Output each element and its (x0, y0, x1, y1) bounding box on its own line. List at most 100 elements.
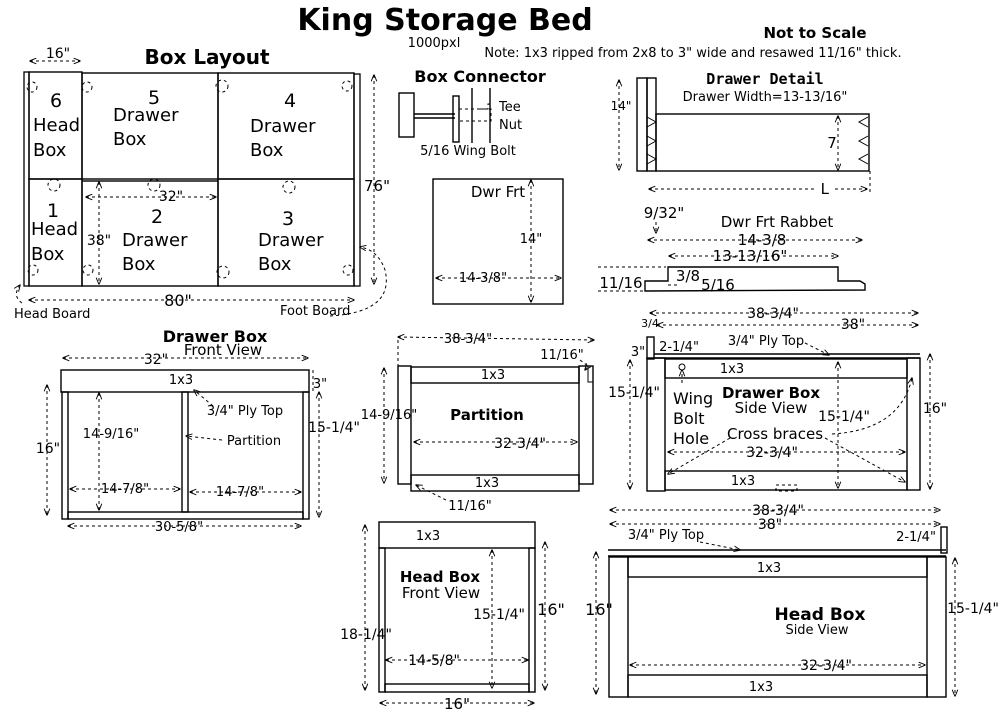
head-box-front-side-h: 15-1/4" (473, 607, 525, 623)
rabbet-11-16: 11/16 (599, 274, 642, 292)
box-3-label-2: Box (258, 254, 292, 275)
dim-76: 76" (364, 177, 390, 195)
drawer-box-inner-h: 14-9/16" (83, 427, 139, 442)
drawer-front-label: Dwr Frt (471, 183, 525, 201)
box-6-label-1: Head (33, 115, 80, 136)
drawer-box-bay-1: 14-7/8" (101, 482, 149, 497)
drawer-side-width-1: 38-3/4" (747, 306, 799, 322)
drawer-length: L (820, 180, 829, 198)
drawer-front-height: 14" (520, 232, 543, 247)
partition-top-board: 1x3 (481, 368, 505, 383)
head-box-front-height: 16" (537, 600, 565, 619)
drawer-detail-heading: Drawer Detail (706, 70, 823, 88)
rabbet-width-1: 14-3/8 (738, 231, 787, 249)
drawer-side-subheading: Side View (735, 399, 808, 417)
rabbet-heading: Dwr Frt Rabbet (721, 213, 834, 231)
wing-bolt-label: 5/16 Wing Bolt (420, 144, 516, 159)
drawer-side-side-h: 15-1/4" (608, 385, 660, 401)
drawer-side-inner-h: 15-1/4" (818, 409, 870, 425)
drawer-side-width-2: 38" (841, 317, 865, 333)
material-note: Note: 1x3 ripped from 2x8 to 3" wide and… (484, 46, 901, 61)
head-box-front-top-board: 1x3 (416, 529, 440, 544)
drawer-side-height: 16" (923, 401, 947, 417)
partition-bottom-board: 1x3 (475, 476, 499, 491)
cross-braces-label: Cross braces (727, 425, 823, 443)
box-2-label-2: Box (122, 254, 156, 275)
head-board-label: Head Board (14, 307, 90, 322)
box-layout-heading: Box Layout (144, 45, 269, 69)
bolt-label: Bolt (673, 409, 704, 428)
box-connector: Box Connector Tee Nut 5/16 Wing Bolt (398, 67, 546, 159)
box-3-number: 3 (282, 208, 294, 230)
drawer-box-side-h: 15-1/4" (308, 420, 360, 436)
drawer-detail-side: 7 (827, 134, 837, 152)
drawer-box-front-heading: Drawer Box (163, 327, 268, 346)
drawer-side-bottom-board: 1x3 (731, 474, 755, 489)
head-box-front-outer-h: 18-1/4" (340, 627, 392, 643)
drawer-box-top-h: 3" (313, 377, 327, 392)
rabbet-3-8: 3/8 (676, 267, 700, 285)
drawer-box-front-subheading: Front View (184, 341, 262, 359)
head-side-width-1: 38-3/4" (752, 503, 804, 519)
drawer-front-width: 14-3/8" (459, 271, 507, 286)
box-6-label-2: Box (33, 140, 67, 161)
drawer-side-inner-w: 32-3/4" (746, 445, 798, 461)
box-4-label-2: Box (250, 140, 284, 161)
drawer-box-partition-label: Partition (227, 434, 281, 449)
scale-note: Not to Scale (763, 24, 866, 42)
head-side-heading: Head Box (775, 605, 866, 625)
partition-width: 38-3/4" (444, 332, 492, 347)
head-box-front-subheading: Front View (402, 584, 480, 602)
drawer-box-front-view: Drawer Box Front View 32" 1x3 3" 3/4" Pl… (36, 327, 360, 535)
box-5-number: 5 (148, 87, 160, 109)
head-box-front-width: 16" (444, 695, 470, 713)
box-2-label-1: Drawer (122, 230, 188, 251)
head-side-inner-w: 32-3/4" (800, 658, 852, 674)
head-side-side-h: 15-1/4" (947, 601, 999, 617)
box-5-label-1: Drawer (113, 105, 179, 126)
foot-board (353, 73, 361, 287)
rabbet-width-2: 13-13/16" (713, 247, 788, 265)
drawer-side-ply-top: 3/4" Ply Top (728, 334, 804, 349)
drawer-side-top-board: 1x3 (720, 362, 744, 377)
head-side-ply-top: 3/4" Ply Top (628, 528, 704, 543)
tee-label: Tee (498, 100, 521, 115)
drawer-box-top-board: 1x3 (169, 373, 193, 388)
partition-inner-w: 32-3/4" (494, 436, 546, 452)
drawer-side-3: 3" (631, 345, 645, 360)
dim-32: 32" (159, 189, 183, 205)
head-board (23, 71, 30, 287)
head-side-width-2: 38" (758, 517, 782, 533)
drawer-box-bay-2: 14-7/8" (216, 485, 264, 500)
head-box-front-heading: Head Box (400, 568, 481, 586)
drawer-slide-marks (646, 116, 869, 165)
box-1-number: 1 (47, 200, 59, 222)
dim-38: 38" (87, 233, 111, 249)
drawer-front-rabbet: 9/32" Dwr Frt Rabbet 14-3/8 13-13/16" 11… (598, 204, 866, 294)
wing-label: Wing (673, 389, 713, 408)
head-box-side-view: 38-3/4" 38" 3/4" Ply Top 2-1/4" 1x3 1x3 … (585, 503, 999, 698)
box-1-label-1: Head (31, 219, 78, 240)
drawer-side-ply-note: 3/4 (641, 317, 659, 330)
drawer-detail: Drawer Detail Drawer Width=13-13/16" 14"… (611, 70, 871, 198)
drawer-box-width: 32" (144, 352, 168, 368)
box-1-label-2: Box (31, 244, 65, 265)
head-side-height: 16" (585, 600, 613, 619)
box-6-number: 6 (50, 90, 62, 112)
drawer-box-height: 16" (36, 441, 60, 457)
dim-16: 16" (46, 46, 70, 62)
drawer-width-note: Drawer Width=13-13/16" (683, 90, 848, 105)
drawer-box-side-view: 38-3/4" 38" 3/4 3" 2-1/4" 3/4" Ply Top 1… (608, 306, 947, 492)
head-side-top-board: 1x3 (757, 561, 781, 576)
box-2-number: 2 (151, 206, 163, 228)
box-3 (217, 178, 355, 287)
drawer-detail-height: 14" (611, 99, 632, 113)
width-note: 1000pxl (408, 36, 461, 51)
wing-bolt-hole-icon (678, 363, 686, 371)
drawer-side-heading: Drawer Box (722, 384, 820, 402)
box-layout: Box Layout 6 Head Box 5 Drawer Box 4 Dra… (14, 45, 390, 322)
box-4-number: 4 (284, 90, 296, 112)
head-box-front-view: 1x3 Head Box Front View 15-1/4" 16" 18-1… (340, 521, 565, 713)
dim-80: 80" (164, 291, 192, 310)
